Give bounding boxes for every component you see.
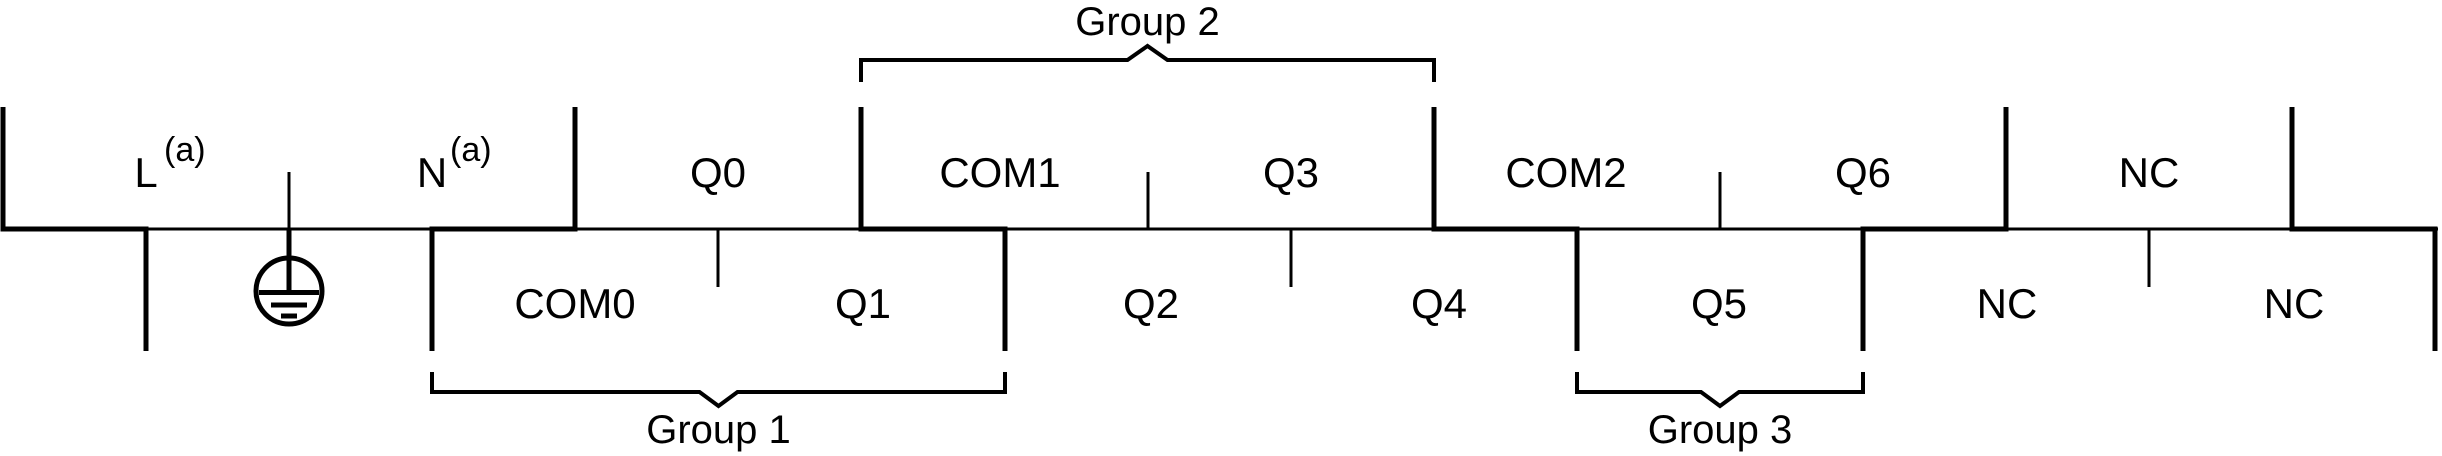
terminal-top-label-com2: COM2: [1505, 149, 1626, 196]
group-2-bracket: [859, 43, 1436, 82]
group-3-label: Group 3: [1648, 408, 1793, 452]
group-2-label: Group 2: [1075, 0, 1220, 44]
baseline-thick-segment: [2290, 226, 2437, 232]
separator-line-down: [1574, 226, 1580, 351]
baseline-thick-segment: [1, 226, 148, 232]
terminal-top-label-n-superscript: (a): [450, 131, 492, 169]
terminal-tick-down: [716, 229, 720, 287]
terminal-top-label-q0: Q0: [690, 149, 746, 196]
baseline-thick-segment: [1432, 226, 1579, 232]
group-1-bracket: [430, 372, 1007, 409]
terminal-top-label-q6: Q6: [1835, 149, 1891, 196]
separator-line-up: [0, 107, 6, 232]
baseline-thick-segment: [859, 226, 1007, 232]
terminal-bottom-label-com0: COM0: [514, 280, 635, 327]
separator-line-down: [429, 226, 435, 351]
separator-line-down: [143, 226, 149, 351]
earth-bar-medium: [271, 302, 307, 308]
protective-earth-lead: [286, 229, 292, 293]
terminal-bottom-label-nc: NC: [2264, 280, 2325, 327]
terminal-top-label-l-superscript: (a): [164, 131, 206, 169]
separator-line-up: [572, 107, 578, 232]
terminal-tick-up: [287, 172, 291, 229]
separator-line-up: [858, 107, 864, 232]
separator-line-down: [1002, 226, 1008, 351]
group-1-label: Group 1: [646, 408, 791, 452]
terminal-baseline: [1, 227, 2438, 231]
separator-line-down: [1860, 226, 1866, 351]
terminal-tick-up: [1146, 172, 1150, 229]
terminal-top-label-l: L: [134, 149, 157, 196]
terminal-top-label-com1: COM1: [939, 149, 1060, 196]
terminal-tick-down: [1289, 229, 1293, 287]
terminal-bottom-label-q5: Q5: [1691, 280, 1747, 327]
separator-line-up: [1431, 107, 1437, 232]
terminal-top-label-q3: Q3: [1263, 149, 1319, 196]
earth-bar-long: [259, 290, 319, 295]
separator-line-up: [2289, 107, 2295, 232]
terminal-bottom-label-q2: Q2: [1123, 280, 1179, 327]
terminal-bottom-label-nc: NC: [1977, 280, 2038, 327]
terminal-tick-down: [2147, 229, 2151, 287]
terminal-bottom-label-q1: Q1: [835, 280, 891, 327]
protective-earth-icon: [253, 255, 325, 327]
separator-line-up: [2003, 107, 2009, 232]
baseline-thick-segment: [1861, 226, 2008, 232]
terminal-tick-up: [1718, 172, 1722, 229]
baseline-thick-segment: [430, 226, 577, 232]
terminal-top-label-nc: NC: [2119, 149, 2180, 196]
earth-bar-short: [281, 313, 297, 319]
terminal-bottom-label-q4: Q4: [1411, 280, 1467, 327]
group-3-bracket: [1575, 372, 1865, 409]
terminal-top-label-n: N: [417, 149, 447, 196]
separator-line-down: [2432, 226, 2438, 351]
